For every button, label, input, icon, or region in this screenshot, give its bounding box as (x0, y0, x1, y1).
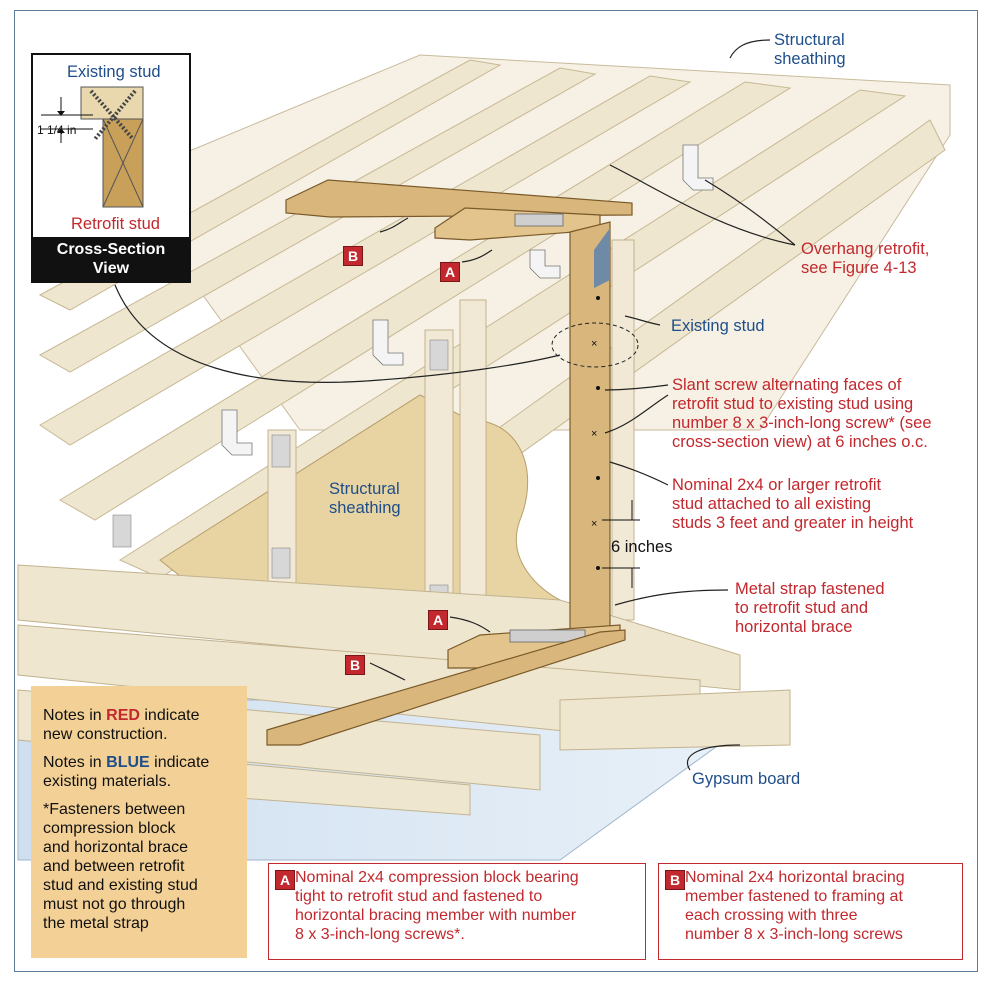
xsec-title: Cross-Section View (33, 237, 189, 281)
structural-sheathing-top-label: Structural sheathing (774, 31, 846, 68)
retrofit-stud (569, 221, 611, 639)
existing-stud-label: Existing stud (671, 317, 765, 335)
xsec-dimension: 1 1/4 in (37, 123, 77, 137)
xsec-drawing (41, 86, 144, 208)
note-b: B Nominal 2x4 horizontal bracing member … (658, 863, 963, 960)
badge-a-bottom: A (428, 610, 448, 630)
slant-screw-label: Slant screw alternating faces of retrofi… (672, 376, 932, 451)
six-inch-dimension (602, 500, 640, 588)
gypsum-board-label: Gypsum board (692, 770, 801, 788)
detail-circle (551, 322, 639, 368)
bottom-horizontal-brace (266, 629, 626, 746)
note-a: A Nominal 2x4 compression block bearing … (268, 863, 646, 960)
leader-lines (114, 39, 796, 771)
cross-section-inset: Existing stud 1 1/4 in Retrofit stud Cro… (31, 53, 191, 283)
structural-sheathing-mid-label: Structural sheathing (329, 480, 401, 517)
color-legend: Notes in RED indicate new construction. … (31, 686, 247, 958)
legend-blue-note: Notes in BLUE indicate existing material… (43, 754, 210, 790)
legend-red-note: Notes in RED indicate new construction. (43, 707, 200, 743)
nominal-stud-label: Nominal 2x4 or larger retrofit stud atta… (672, 476, 914, 532)
xsec-retrofit-stud-label: Retrofit stud (71, 215, 160, 233)
note-a-badge: A (275, 870, 295, 890)
badge-a-top: A (440, 262, 460, 282)
screw-markers: × × × (591, 296, 600, 570)
badge-b-top: B (343, 246, 363, 266)
six-inches-label: 6 inches (611, 538, 673, 556)
overhang-retrofit-label: Overhang retrofit, see Figure 4-13 (801, 240, 930, 277)
badge-b-bottom: B (345, 655, 365, 675)
legend-fastener-note: *Fasteners between compression block and… (43, 801, 198, 932)
figure-frame (14, 10, 978, 972)
svg-text:×: × (591, 518, 597, 530)
svg-text:×: × (591, 338, 597, 350)
note-b-badge: B (665, 870, 685, 890)
svg-text:×: × (591, 428, 597, 440)
xsec-existing-stud-label: Existing stud (67, 63, 161, 81)
top-horizontal-brace (285, 179, 633, 218)
metal-strap-label: Metal strap fastened to retrofit stud an… (735, 580, 885, 636)
joist-hangers (221, 144, 714, 456)
